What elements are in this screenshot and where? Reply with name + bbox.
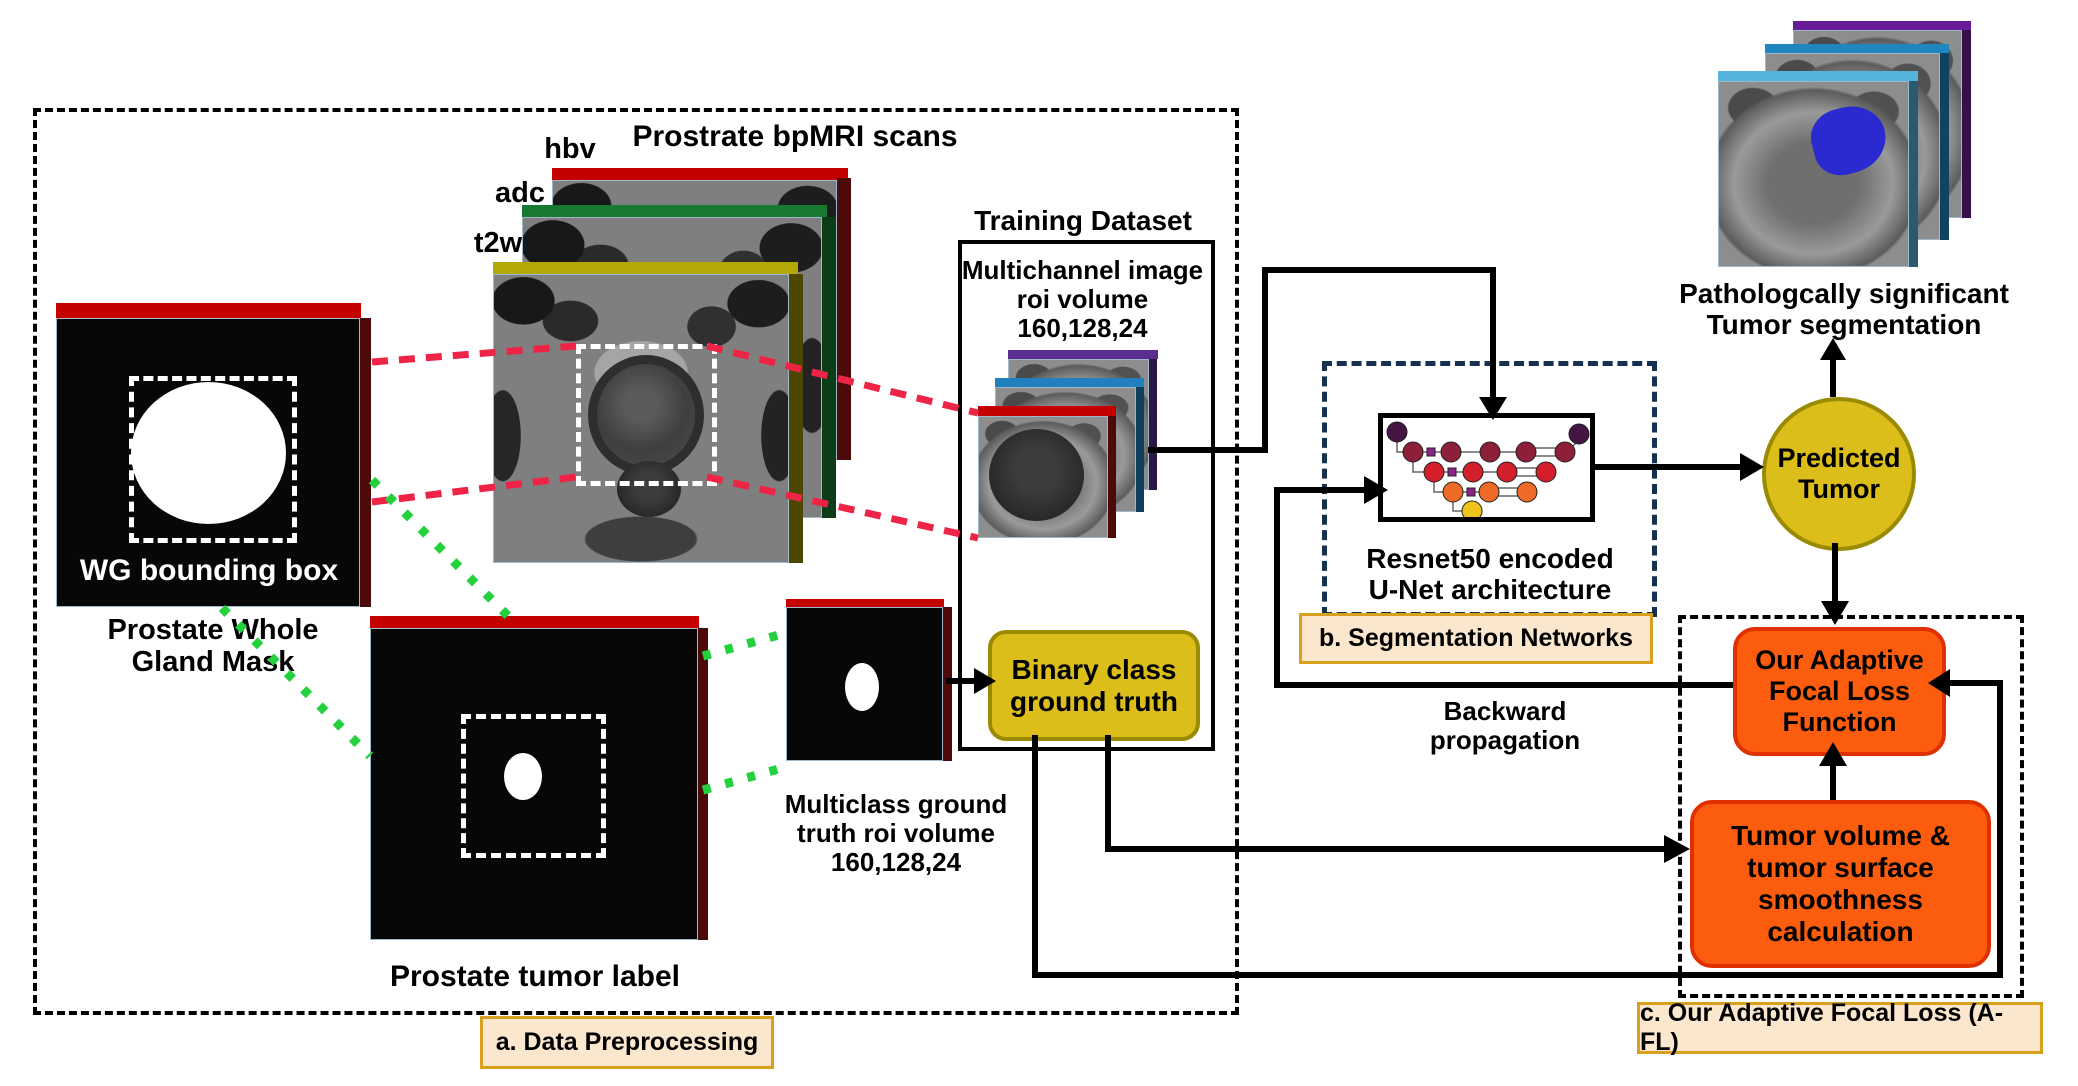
adc-top-edge <box>522 205 827 217</box>
section-a-label-text: a. Data Preprocessing <box>495 1028 759 1056</box>
bpmri-title: Prostrate bpMRI scans <box>632 120 958 153</box>
tumor-label-caption: Prostate tumor label <box>389 960 681 993</box>
wg-caption-line2: Gland Mask <box>131 646 295 679</box>
backprop-text: Backward propagation <box>1400 696 1610 756</box>
tumor-volume-line3: smoothness <box>1758 884 1923 915</box>
tumor-label-image <box>370 628 698 940</box>
train-mid-top-edge <box>995 378 1144 387</box>
afl-line2: Focal Loss <box>1768 676 1911 706</box>
section-b-label-text: b. Segmentation Networks <box>1319 624 1633 652</box>
wg-top-edge <box>56 303 361 318</box>
training-dataset-title: Training Dataset <box>974 205 1192 236</box>
train-back-side-edge <box>1149 359 1157 490</box>
seg-back-side-edge <box>1962 30 1971 218</box>
section-b-label: b. Segmentation Networks <box>1299 613 1653 664</box>
hbv-side-edge <box>837 178 851 460</box>
unet-diagram <box>1386 421 1590 517</box>
training-roi-line3: 160,128,24 <box>1017 313 1148 344</box>
predicted-tumor-node: Predicted Tumor <box>1762 397 1916 551</box>
tumor-volume-line2: tumor surface <box>1747 852 1934 883</box>
train-front-roi-image <box>978 416 1108 538</box>
t2w-side-edge <box>789 274 803 563</box>
seg-result-line2: Tumor segmentation <box>1706 309 1982 341</box>
t2w-rectum-region <box>617 461 681 517</box>
bpmri-layer-label-t2w: t2w <box>473 227 523 259</box>
binary-gt-line2: ground truth <box>1010 685 1178 717</box>
section-c-label-text: c. Our Adaptive Focal Loss (A-FL) <box>1640 999 2004 1056</box>
t2w-top-edge <box>493 262 798 274</box>
multiclass-roi-image <box>786 607 943 761</box>
bpmri-layer-label-hbv: hbv <box>544 133 596 165</box>
seg-result-caption: Pathologcally significant Tumor segmenta… <box>1658 278 2030 341</box>
training-roi-text: Multichannel image roi volume 160,128,24 <box>958 255 1207 344</box>
unet-caption-line1: Resnet50 encoded <box>1366 543 1614 574</box>
section-c-label: c. Our Adaptive Focal Loss (A-FL) <box>1637 999 2043 1056</box>
seg-result-line1: Pathologcally significant <box>1679 278 2009 309</box>
tumor-dashed-box <box>461 714 606 858</box>
tumor-volume-line1: Tumor volume & <box>1731 820 1950 851</box>
binary-gt-box: Binary class ground truth <box>988 630 1200 741</box>
tumor-label-side-edge <box>698 628 708 940</box>
train-front-side-edge <box>1108 416 1116 538</box>
multiclass-side-edge <box>943 607 952 761</box>
seg-front-side-edge <box>1909 81 1918 267</box>
wg-overlay-label: WG bounding box <box>79 554 339 587</box>
seg-front-top-edge <box>1718 71 1918 81</box>
binary-gt-line1: Binary class <box>1011 653 1177 685</box>
bpmri-layer-label-adc: adc <box>495 177 545 209</box>
wg-side-edge <box>360 318 371 607</box>
training-roi-line2: roi volume <box>1016 284 1149 315</box>
wg-gland-blob <box>131 382 286 524</box>
multiclass-caption-line3: 160,128,24 <box>830 847 962 878</box>
hbv-top-edge <box>552 168 848 180</box>
multiclass-caption: Multiclass ground truth roi volume 160,1… <box>781 789 1011 878</box>
wg-mask-image: WG bounding box <box>56 318 360 607</box>
unet-box <box>1378 413 1595 522</box>
train-mid-side-edge <box>1136 387 1144 512</box>
adc-side-edge <box>822 217 836 518</box>
tumor-blob <box>504 753 542 800</box>
unet-caption-line2: U-Net architecture <box>1368 574 1612 606</box>
seg-mid-top-edge <box>1765 44 1949 53</box>
train-front-prostate <box>989 429 1084 521</box>
seg-front-image <box>1718 81 1909 267</box>
multiclass-caption-line2: truth roi volume <box>797 818 995 849</box>
section-a-label: a. Data Preprocessing <box>480 1016 774 1069</box>
unet-caption: Resnet50 encoded U-Net architecture <box>1345 543 1635 606</box>
afl-line1: Our Adaptive <box>1755 645 1924 675</box>
train-front-top-edge <box>978 406 1116 416</box>
multiclass-top-edge <box>786 599 944 607</box>
tumor-volume-line4: calculation <box>1767 916 1914 947</box>
predicted-tumor-overlay <box>1805 99 1893 181</box>
t2w-prostate-region <box>588 355 704 475</box>
section-a-frame <box>33 108 1239 1015</box>
t2w-roi-dashed-box <box>576 344 717 486</box>
seg-back-top-edge <box>1793 21 1971 30</box>
wg-caption-line1: Prostate Whole <box>107 614 319 646</box>
backprop-line1: Backward <box>1443 696 1567 726</box>
afl-line3: Function <box>1782 707 1897 737</box>
multiclass-tumor-blob <box>845 663 879 711</box>
predicted-line1: Predicted <box>1777 443 1901 473</box>
train-back-top-edge <box>1008 350 1158 359</box>
backprop-line2: propagation <box>1429 725 1581 756</box>
training-roi-line1: Multichannel image <box>961 255 1204 285</box>
wg-bounding-dashed-box <box>129 376 297 543</box>
tumor-volume-box: Tumor volume & tumor surface smoothness … <box>1690 800 1991 968</box>
tumor-label-top-edge <box>370 616 699 628</box>
multiclass-caption-line1: Multiclass ground <box>784 789 1008 819</box>
afl-function-box: Our Adaptive Focal Loss Function <box>1733 627 1946 756</box>
seg-mid-side-edge <box>1940 53 1949 240</box>
wg-caption: Prostate Whole Gland Mask <box>63 614 363 679</box>
predicted-line2: Tumor <box>1798 474 1880 504</box>
